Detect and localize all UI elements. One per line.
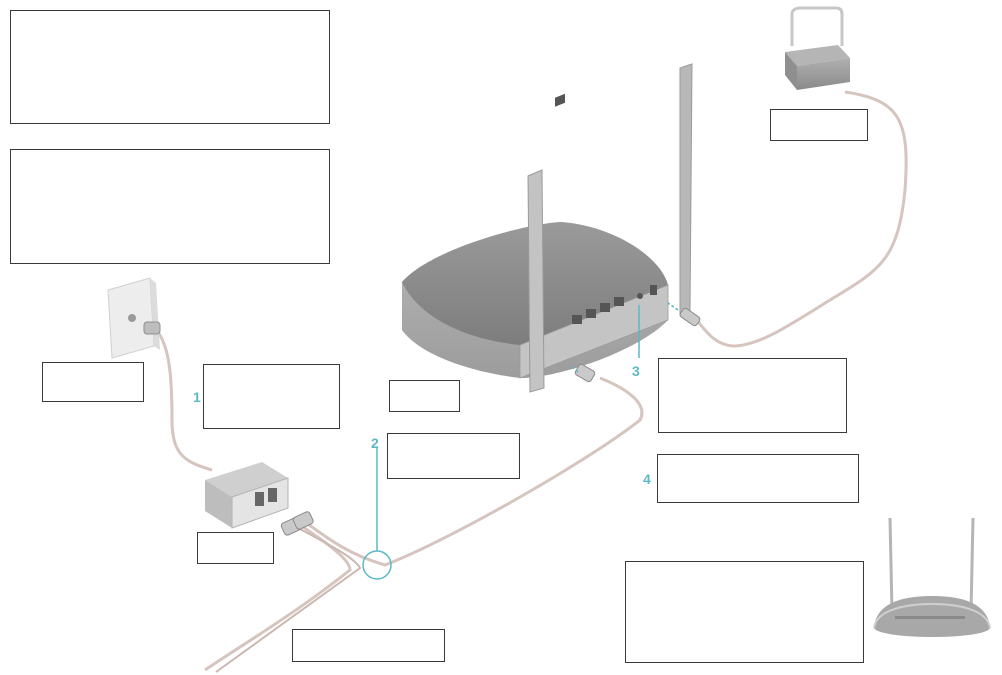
antenna-icon	[680, 64, 692, 315]
step-4-number: 4	[643, 471, 651, 487]
antenna-icon	[528, 170, 544, 392]
modem-router-icon	[402, 64, 701, 392]
step-3-number: 3	[632, 363, 640, 379]
power-adapter-label	[770, 109, 868, 141]
router-front-view-icon	[874, 518, 990, 637]
step-4-label	[657, 454, 859, 503]
splitter-label	[197, 532, 274, 564]
step-2-label	[387, 433, 520, 479]
step-3-label	[658, 358, 847, 433]
phone-jack-label	[42, 362, 144, 402]
front-view-label	[625, 561, 864, 663]
instruction-box-2	[10, 149, 330, 264]
wall-phone-jack-icon	[108, 278, 160, 358]
step-1-label	[203, 364, 340, 429]
splitter-icon	[205, 462, 314, 536]
step-1-number: 1	[193, 389, 201, 405]
step-2-number: 2	[371, 435, 379, 451]
antenna-icon	[971, 518, 973, 612]
antenna-icon	[890, 518, 892, 612]
power-adapter-icon	[785, 8, 850, 90]
dsl-port-label	[389, 380, 460, 412]
phone-line-label	[292, 629, 445, 662]
instruction-box-1	[10, 10, 330, 124]
